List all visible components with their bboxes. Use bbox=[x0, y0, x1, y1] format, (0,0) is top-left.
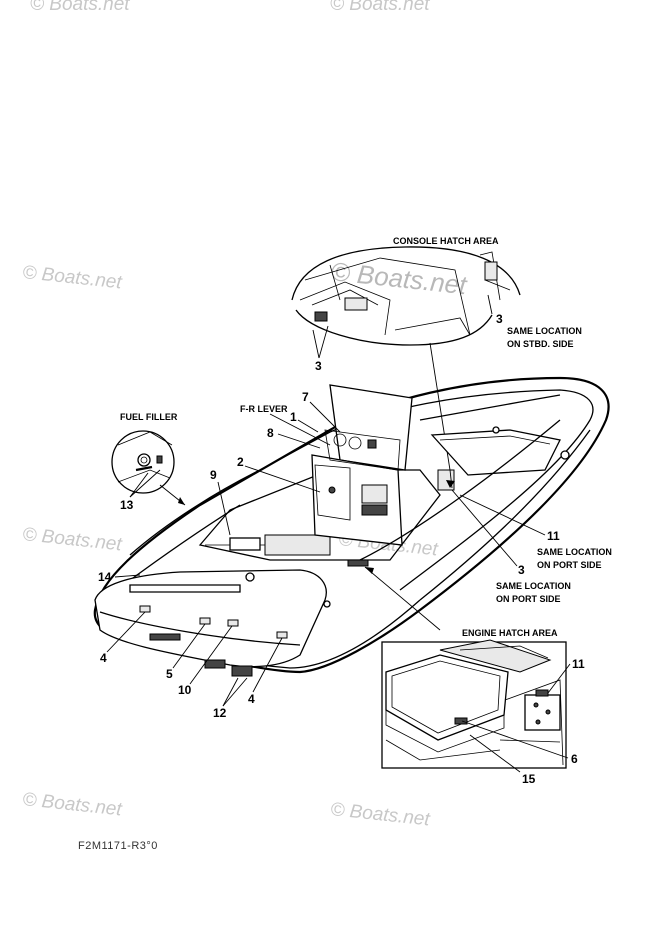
console-hatch-inset: CONSOLE HATCH AREA 3 SAME LOCATION ON ST… bbox=[291, 236, 582, 471]
same-location-stbd-line1: SAME LOCATION bbox=[507, 326, 582, 336]
callout-3-port: 3 bbox=[518, 563, 525, 577]
callout-13: 13 bbox=[120, 498, 134, 512]
callout-2: 2 bbox=[237, 455, 244, 469]
callout-3-stbd: 3 bbox=[496, 312, 503, 326]
callout-8: 8 bbox=[267, 426, 274, 440]
callouts: F-R LEVER 7 1 8 2 9 14 11 SAME LOCATION … bbox=[98, 390, 612, 786]
callout-4-right: 4 bbox=[248, 692, 255, 706]
callout-6: 6 bbox=[571, 752, 578, 766]
watermark: © Boats.net bbox=[21, 789, 123, 820]
fuel-filler-label: FUEL FILLER bbox=[120, 412, 178, 422]
callout-12: 12 bbox=[213, 706, 227, 720]
watermark: © Boats.net bbox=[30, 0, 130, 15]
callout-4-left: 4 bbox=[100, 651, 107, 665]
same-location-stbd-line2: ON STBD. SIDE bbox=[507, 339, 574, 349]
watermark: © Boats.net bbox=[329, 256, 469, 300]
same-location-port-1-line1: SAME LOCATION bbox=[537, 547, 612, 557]
callout-14: 14 bbox=[98, 570, 112, 584]
engine-hatch-area-label: ENGINE HATCH AREA bbox=[462, 628, 558, 638]
callout-1: 1 bbox=[290, 410, 297, 424]
callout-11-engine: 11 bbox=[572, 657, 585, 671]
callout-11-main: 11 bbox=[547, 529, 560, 543]
callout-5: 5 bbox=[166, 667, 173, 681]
watermark: © Boats.net bbox=[330, 0, 430, 15]
callout-7: 7 bbox=[302, 390, 309, 404]
callout-10: 10 bbox=[178, 683, 192, 697]
callout-3-console: 3 bbox=[315, 359, 322, 373]
engine-hatch-inset: ENGINE HATCH AREA bbox=[381, 628, 567, 769]
console-hatch-area-label: CONSOLE HATCH AREA bbox=[393, 236, 499, 246]
callout-9: 9 bbox=[210, 468, 217, 482]
watermark: © Boats.net bbox=[329, 799, 431, 830]
same-location-port-2-line1: SAME LOCATION bbox=[496, 581, 571, 591]
watermark: © Boats.net bbox=[21, 524, 123, 555]
fr-lever-label: F-R LEVER bbox=[240, 404, 288, 414]
same-location-port-1-line2: ON PORT SIDE bbox=[537, 560, 602, 570]
watermark: © Boats.net bbox=[21, 262, 123, 293]
boat-illustration bbox=[93, 376, 610, 677]
callout-15: 15 bbox=[522, 772, 536, 786]
fuel-filler-inset: FUEL FILLER 13 bbox=[111, 412, 186, 512]
diagram-code: F2M1171-R3°0 bbox=[78, 840, 158, 852]
same-location-port-2-line2: ON PORT SIDE bbox=[496, 594, 561, 604]
